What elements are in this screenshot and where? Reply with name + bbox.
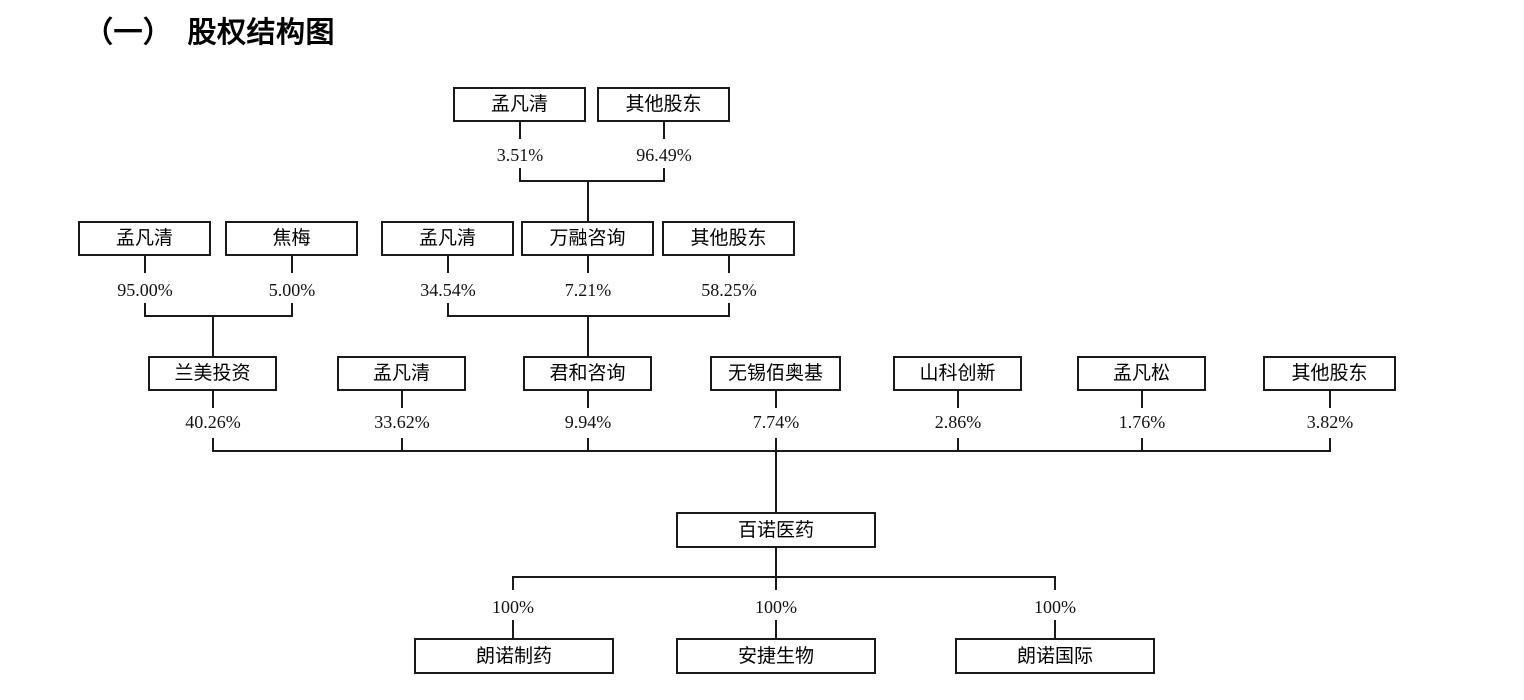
connector-l3-bus-tick-baiaoji: [775, 438, 777, 452]
node-level3-junhe-consulting: 君和咨询: [523, 356, 652, 391]
node-level1-mengfanqing: 孟凡清: [453, 87, 586, 122]
percent-l2-wanrong: 7.21%: [564, 280, 612, 300]
connector-l3-bus-tick-lanmei: [212, 438, 214, 452]
percent-l1-other: 96.49%: [636, 145, 692, 165]
connector-sub-langnuo-pharma-stub: [512, 620, 514, 640]
node-company-bainuo-pharma: 百诺医药: [676, 512, 876, 548]
connector-l2-other-stub: [728, 256, 730, 273]
node-label: 孟凡清: [490, 94, 548, 115]
connector-l3-baiaoji-stub: [775, 391, 777, 408]
connector-l3-bus-tick-other: [1329, 438, 1331, 452]
node-label: 君和咨询: [549, 363, 626, 384]
node-label: 其他股东: [625, 94, 702, 115]
percent-l3-lanmei: 40.26%: [185, 412, 241, 432]
node-label: 山科创新: [919, 363, 996, 384]
connector-l1-bus: [519, 180, 665, 182]
node-label: 百诺医药: [737, 519, 814, 541]
percent-sub-anjie-bio: 100%: [755, 597, 797, 617]
connector-l2-to-lanmei: [212, 315, 214, 356]
node-label: 安捷生物: [737, 645, 814, 667]
node-subsidiary-langnuo-international: 朗诺国际: [955, 638, 1155, 674]
connector-l3-bus-tick-shanke: [957, 438, 959, 452]
percent-l3-shanke: 2.86%: [934, 412, 982, 432]
node-label: 孟凡松: [1112, 363, 1170, 384]
connector-sub-mid-drop: [775, 576, 777, 590]
percent-l2-mengfanqing-junhe: 34.54%: [420, 280, 476, 300]
connector-l3-bus-tick-mengfansong: [1141, 438, 1143, 452]
connector-l3-shanke-stub: [957, 391, 959, 408]
node-label: 兰美投资: [174, 363, 251, 384]
page-title: （一） 股权结构图: [84, 17, 336, 49]
connector-company-drop: [775, 548, 777, 578]
connector-l2-mengfanqing-lanmei-stub: [144, 256, 146, 273]
connector-l3-lanmei-stub: [212, 391, 214, 408]
connector-l1-to-wanrong: [587, 180, 589, 221]
connector-l2-lanmei-right-drop: [291, 303, 293, 317]
node-level2-wanrong-consulting: 万融咨询: [521, 221, 654, 256]
node-label: 无锡佰奥基: [727, 363, 823, 384]
node-level3-shanke-innovation: 山科创新: [893, 356, 1022, 391]
node-level2-mengfanqing-junhe: 孟凡清: [381, 221, 514, 256]
node-level1-other-shareholders: 其他股东: [597, 87, 730, 122]
connector-l3-mengfanqing-stub: [401, 391, 403, 408]
node-label: 其他股东: [1291, 363, 1368, 384]
percent-l2-mengfanqing-lanmei: 95.00%: [117, 280, 173, 300]
connector-l3-bus-tick-junhe: [587, 438, 589, 452]
connector-l2-lanmei-bus: [144, 315, 293, 317]
connector-l1-left-drop: [519, 168, 521, 182]
node-label: 孟凡清: [418, 228, 476, 249]
node-subsidiary-anjie-bio: 安捷生物: [676, 638, 876, 674]
connector-l3-other-stub: [1329, 391, 1331, 408]
connector-subsidiary-bus: [512, 576, 1056, 578]
node-level2-mengfanqing-lanmei: 孟凡清: [78, 221, 211, 256]
connector-l3-main-bus: [212, 450, 1331, 452]
connector-l2-wanrong-stub: [587, 256, 589, 273]
node-label: 孟凡清: [372, 363, 430, 384]
connector-l3-to-company: [775, 450, 777, 513]
connector-l1-mengfanqing-stub: [519, 122, 521, 139]
node-level2-jiaomei: 焦梅: [225, 221, 358, 256]
connector-l3-junhe-stub: [587, 391, 589, 408]
node-label: 孟凡清: [115, 228, 173, 249]
connector-l1-right-drop: [663, 168, 665, 182]
percent-l3-junhe: 9.94%: [564, 412, 612, 432]
percent-l3-mengfansong: 1.76%: [1118, 412, 1166, 432]
connector-sub-langnuo-intl-stub: [1054, 620, 1056, 640]
connector-l1-other-stub: [663, 122, 665, 139]
percent-l3-other: 3.82%: [1306, 412, 1354, 432]
connector-l2-jiaomei-stub: [291, 256, 293, 273]
percent-sub-langnuo-pharma: 100%: [492, 597, 534, 617]
connector-sub-left-drop: [512, 576, 514, 590]
node-label: 万融咨询: [549, 228, 626, 249]
connector-l2-junhe-right-drop: [728, 303, 730, 317]
node-level3-wuxi-baiaoji: 无锡佰奥基: [710, 356, 841, 391]
connector-l2-junhe-left-drop: [447, 303, 449, 317]
connector-l2-to-junhe: [587, 315, 589, 356]
connector-sub-anjie-bio-stub: [775, 620, 777, 640]
node-level3-other-shareholders: 其他股东: [1263, 356, 1396, 391]
connector-sub-right-drop: [1054, 576, 1056, 590]
percent-l3-mengfanqing: 33.62%: [374, 412, 430, 432]
node-label: 其他股东: [690, 228, 767, 249]
percent-l3-baiaoji: 7.74%: [752, 412, 800, 432]
percent-sub-langnuo-intl: 100%: [1034, 597, 1076, 617]
node-label: 朗诺国际: [1016, 645, 1093, 667]
node-subsidiary-langnuo-pharma: 朗诺制药: [414, 638, 614, 674]
node-level3-lanmei-investment: 兰美投资: [148, 356, 277, 391]
node-level3-mengfansong: 孟凡松: [1077, 356, 1206, 391]
percent-l2-jiaomei: 5.00%: [268, 280, 316, 300]
node-label: 朗诺制药: [475, 645, 552, 667]
node-label: 焦梅: [272, 228, 311, 249]
node-level3-mengfanqing: 孟凡清: [337, 356, 466, 391]
connector-l3-bus-tick-mengfanqing: [401, 438, 403, 452]
percent-l2-other: 58.25%: [701, 280, 757, 300]
connector-l3-mengfansong-stub: [1141, 391, 1143, 408]
percent-l1-mengfanqing: 3.51%: [496, 145, 544, 165]
connector-l2-lanmei-left-drop: [144, 303, 146, 317]
connector-l2-mengfanqing-junhe-stub: [447, 256, 449, 273]
node-level2-other-shareholders: 其他股东: [662, 221, 795, 256]
